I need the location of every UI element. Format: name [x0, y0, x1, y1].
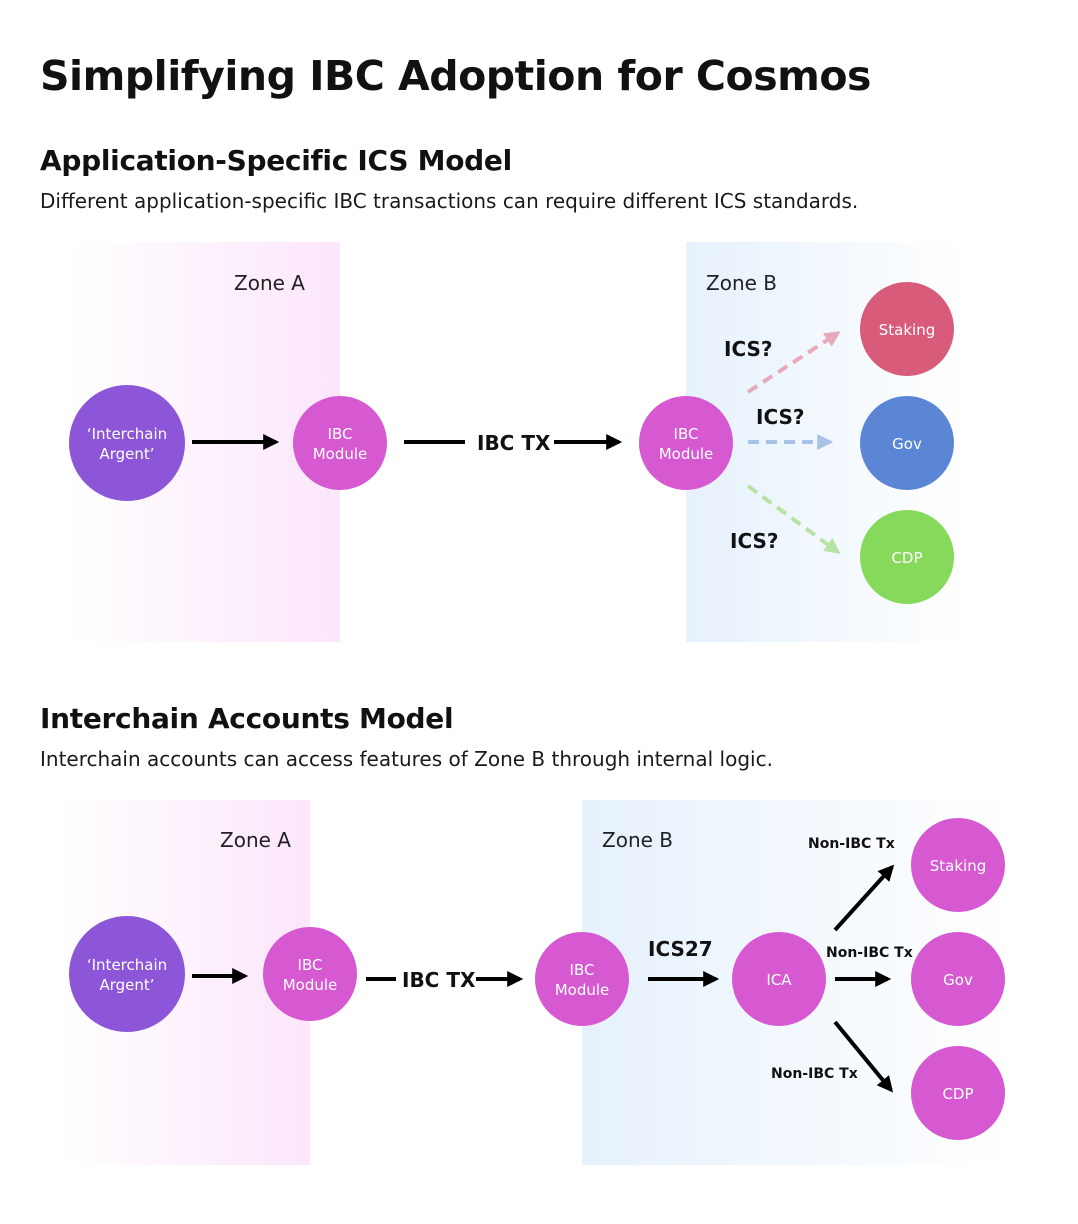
- module-b-label-line1: IBC: [570, 961, 595, 979]
- ics-staking-label: ICS?: [724, 337, 773, 361]
- gov-node: Gov: [860, 396, 954, 490]
- ibc-module-b-node: IBC Module: [639, 396, 733, 490]
- module-b-label-line2: Module: [555, 981, 610, 999]
- staking-label: Staking: [879, 321, 935, 339]
- zone-a-label: Zone A: [234, 271, 305, 295]
- ics-cdp-arrow: [746, 484, 841, 554]
- zone-a-label: Zone A: [220, 828, 291, 852]
- agent-label-line1: ‘Interchain: [87, 956, 167, 974]
- staking-node: Staking: [860, 282, 954, 376]
- ibc-module-a-node: IBC Module: [263, 927, 357, 1021]
- gov-label: Gov: [892, 435, 922, 453]
- ics-cdp-label: ICS?: [730, 529, 779, 553]
- module-b-label-line2: Module: [659, 445, 714, 463]
- non-ibc-staking-arrow: [833, 864, 895, 932]
- non-ibc-cdp-arrow: [833, 1020, 894, 1093]
- non-ibc-cdp-label: Non-IBC Tx: [771, 1066, 858, 1082]
- page-title: Simplifying IBC Adoption for Cosmos: [40, 52, 871, 100]
- ibc-tx-label: IBC TX: [477, 431, 551, 455]
- ica-node: ICA: [732, 932, 826, 1026]
- non-ibc-staking-label: Non-IBC Tx: [808, 836, 895, 852]
- cdp-node: CDP: [911, 1046, 1005, 1140]
- section1-diagram: Zone A Zone B ‘Interchain Argent’ IBC Mo…: [69, 242, 966, 642]
- staking-label: Staking: [930, 857, 986, 875]
- zone-b-label: Zone B: [602, 828, 673, 852]
- section1-title: Application-Specific ICS Model: [40, 144, 512, 177]
- section2-diagram: Zone A Zone B ‘Interchain Argent’ IBC Mo…: [60, 800, 1012, 1165]
- cdp-label: CDP: [891, 549, 922, 567]
- interchain-agent-node: ‘Interchain Argent’: [69, 385, 185, 501]
- cdp-node: CDP: [860, 510, 954, 604]
- module-a-label-line1: IBC: [298, 956, 323, 974]
- interchain-agent-node: ‘Interchain Argent’: [69, 916, 185, 1032]
- ics-gov-label: ICS?: [756, 405, 805, 429]
- agent-label-line2: Argent’: [99, 976, 154, 994]
- ics27-label: ICS27: [648, 937, 713, 961]
- gov-label: Gov: [943, 971, 973, 989]
- ibc-module-b-node: IBC Module: [535, 932, 629, 1026]
- ibc-module-a-node: IBC Module: [293, 396, 387, 490]
- non-ibc-gov-label: Non-IBC Tx: [826, 945, 913, 961]
- zone-b-label: Zone B: [706, 271, 777, 295]
- ica-label: ICA: [766, 971, 792, 989]
- agent-label-line1: ‘Interchain: [87, 425, 167, 443]
- module-a-label-line1: IBC: [328, 425, 353, 443]
- staking-node: Staking: [911, 818, 1005, 912]
- section2-title: Interchain Accounts Model: [40, 702, 454, 735]
- ibc-tx-label: IBC TX: [402, 968, 476, 992]
- section1-description: Different application-specific IBC trans…: [40, 189, 859, 213]
- module-b-label-line1: IBC: [674, 425, 699, 443]
- gov-node: Gov: [911, 932, 1005, 1026]
- module-a-label-line2: Module: [283, 976, 338, 994]
- agent-label-line2: Argent’: [99, 445, 154, 463]
- cdp-label: CDP: [942, 1085, 973, 1103]
- section2-description: Interchain accounts can access features …: [40, 747, 773, 771]
- module-a-label-line2: Module: [313, 445, 368, 463]
